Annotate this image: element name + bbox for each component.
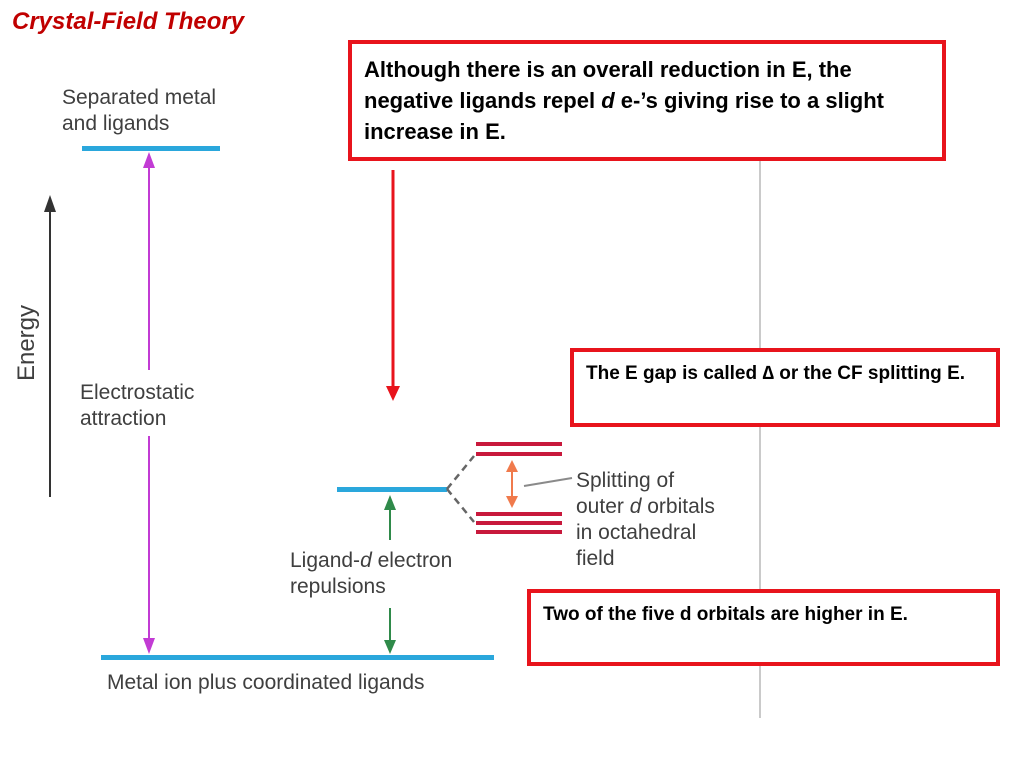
bottom-level-label: Metal ion plus coordinated ligands (107, 671, 425, 694)
splitting-leader-line (523, 477, 573, 487)
lower-orbitals (476, 512, 562, 534)
slide-title: Crystal-Field Theory (12, 8, 245, 35)
splitting-arrow (506, 460, 518, 508)
splitting-label: Splitting of outer d orbitals in octahed… (576, 469, 715, 570)
energy-axis-arrow (44, 195, 56, 497)
splitting-gap-callout: The E gap is called ∆ or the CF splittin… (570, 348, 1000, 427)
splitting-connectors (446, 455, 475, 523)
top-energy-level (82, 146, 220, 151)
bottom-energy-level (101, 655, 494, 660)
energy-axis-label: Energy (13, 304, 40, 382)
separated-metal-label: Separated metal and ligands (62, 86, 217, 135)
delta-symbol: ∆ (762, 363, 774, 384)
reduction-callout: Although there is an overall reduction i… (348, 40, 946, 161)
callout-arrow (386, 170, 400, 401)
repulsion-arrow (384, 495, 396, 654)
ligand-repulsion-label: Ligand-d electron repulsions (290, 549, 453, 598)
middle-energy-level (337, 487, 447, 492)
electrostatic-attraction-label: Electrostatic attraction (80, 381, 195, 430)
attraction-arrow (143, 152, 155, 654)
upper-orbitals (476, 442, 562, 456)
higher-orbitals-callout: Two of the five d orbitals are higher in… (527, 589, 1000, 666)
